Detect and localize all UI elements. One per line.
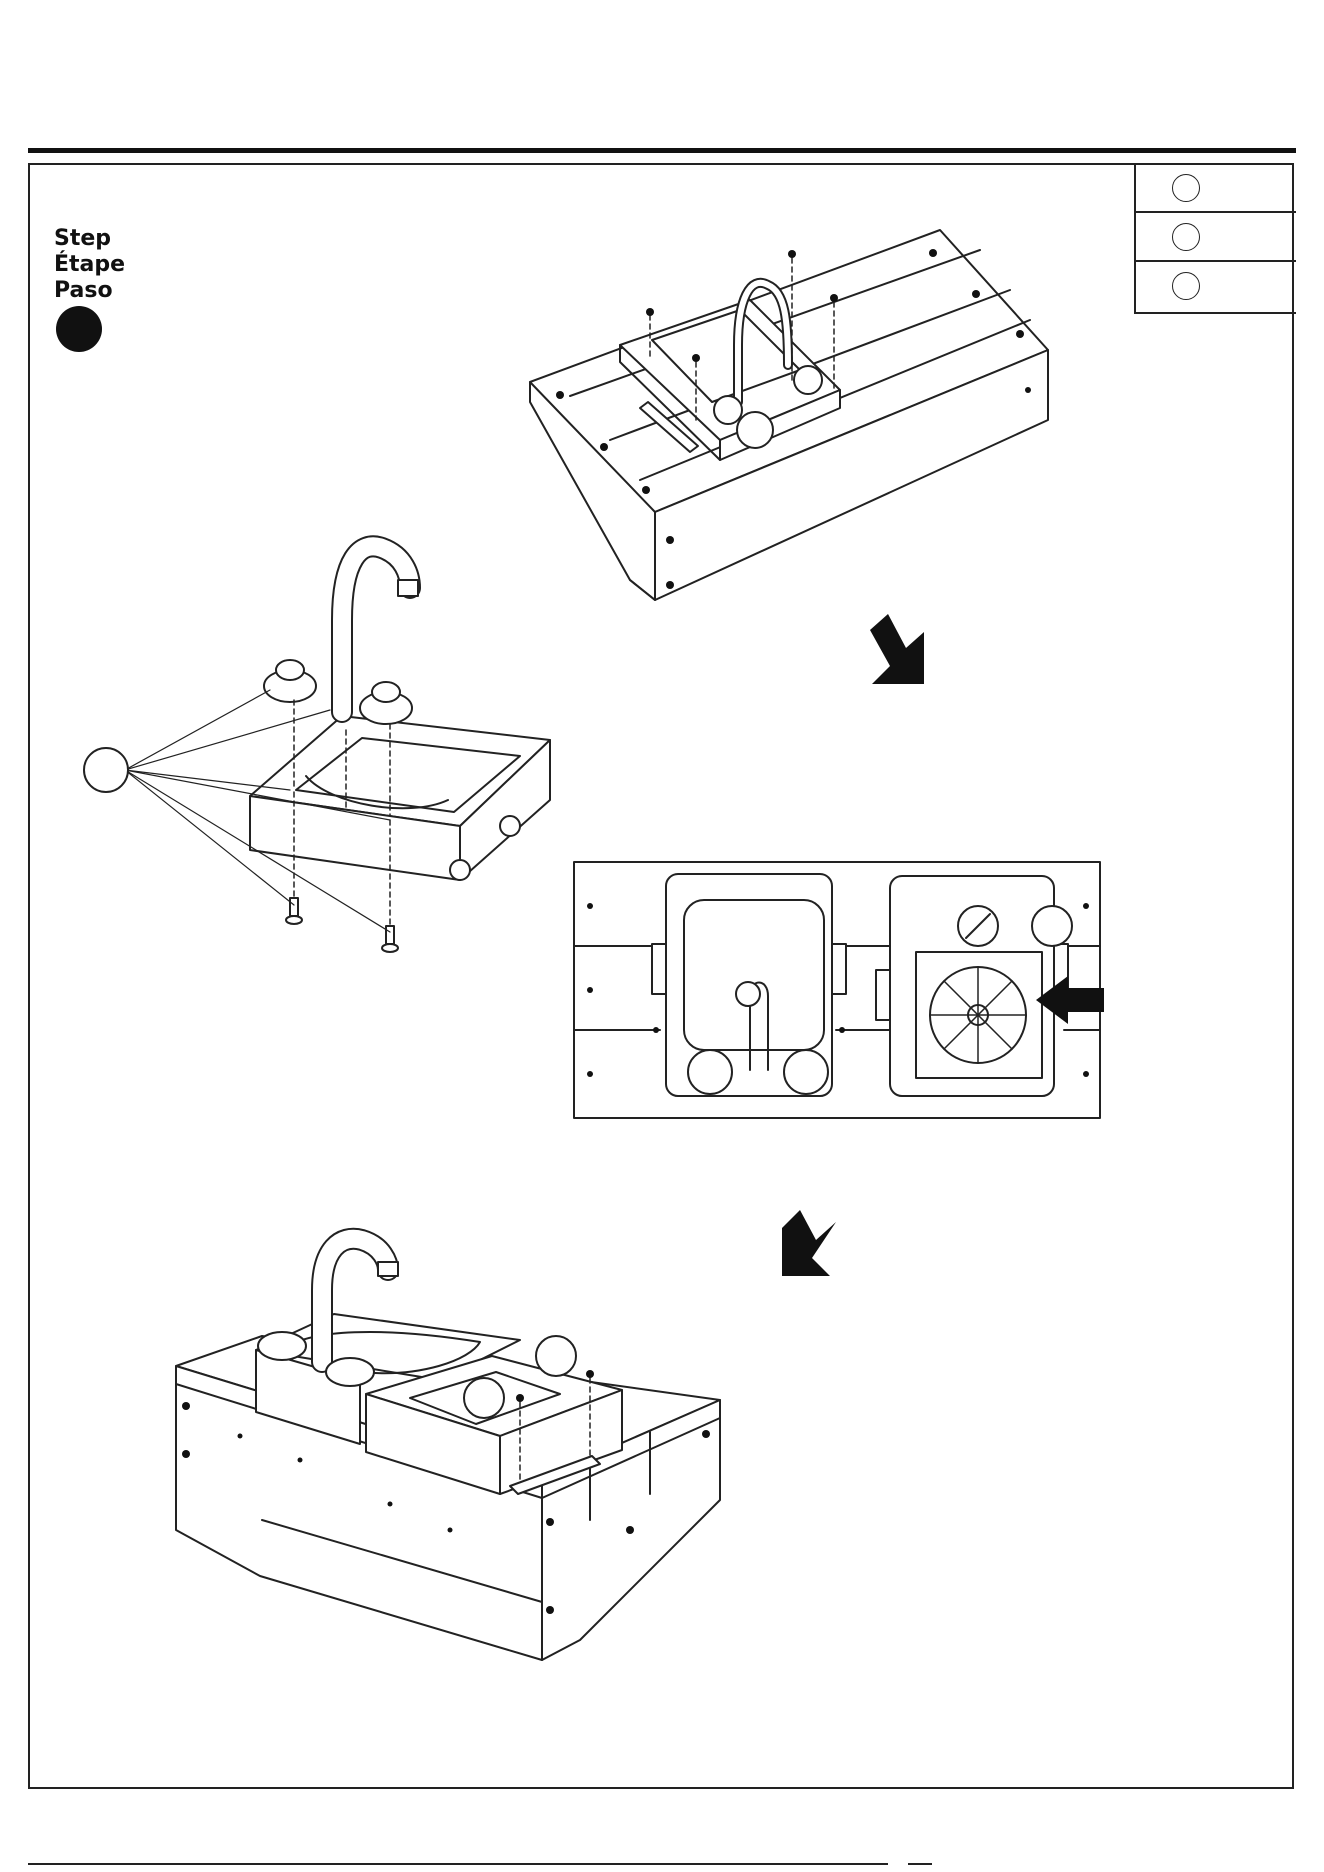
- arrow-down-left-icon: [782, 1210, 836, 1276]
- bottom-rule-short: [908, 1863, 932, 1865]
- callout-circle-panel: [1032, 906, 1072, 946]
- sink-exploded-view: [84, 546, 550, 952]
- callout-circle-left: [84, 748, 128, 792]
- cabinet-top-view: [530, 230, 1048, 600]
- bottom-rule: [28, 1863, 888, 1865]
- callout-circle-bottom: [536, 1336, 576, 1376]
- top-view-panel: [574, 862, 1100, 1118]
- final-assembly-view: [176, 1239, 720, 1660]
- arrow-down-right-icon: [870, 614, 924, 684]
